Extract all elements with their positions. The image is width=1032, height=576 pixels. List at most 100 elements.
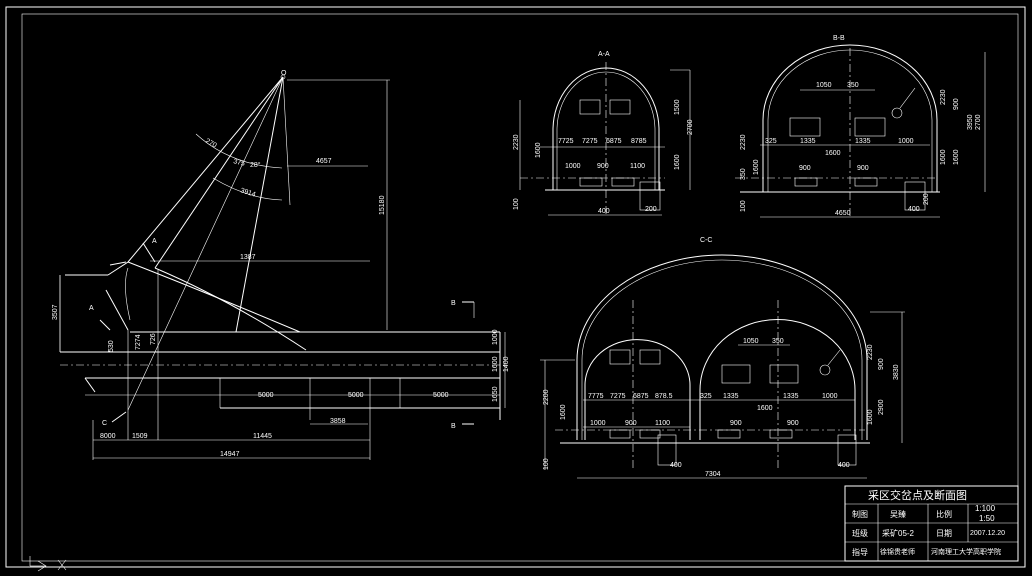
bb-dim-1050: 1050 (816, 82, 832, 89)
section-aa-title: A-A (598, 51, 610, 58)
cc-dim-2900: 2900 (878, 399, 885, 415)
arc-r1 (195, 133, 283, 169)
section-mark-A2 (99, 319, 111, 331)
dim-1650: 1650 (492, 386, 499, 402)
bb-dim-900a: 900 (799, 165, 811, 172)
branch-inner (154, 267, 307, 351)
aa-box-2 (609, 99, 631, 115)
cc-dim-3830: 3830 (893, 364, 900, 380)
plan-view: O 270 375 28° 3914 4657 15180 1387 (52, 70, 510, 460)
branch-outer (127, 261, 370, 333)
cc-dim-2200: 2200 (543, 389, 550, 405)
cc-dim-900b: 900 (730, 420, 742, 427)
cc-rail-1 (609, 429, 631, 439)
aa-row-1: 7275 (582, 138, 598, 145)
section-bb-title: B-B (833, 35, 845, 42)
bb-dim-900: 900 (953, 98, 960, 110)
cc-box-4 (769, 364, 799, 384)
tb-scale-2: 1:50 (979, 514, 995, 523)
cc-arch-big-inner (581, 259, 863, 440)
cc-dim-400b: 400 (838, 462, 850, 469)
bb-dim-200: 200 (923, 193, 930, 205)
cc-dim-900c: 900 (787, 420, 799, 427)
cc-rail-3 (717, 429, 741, 439)
dim-5000c: 5000 (433, 392, 449, 399)
tb-label-date: 日期 (936, 529, 952, 538)
aa-dim-2230: 2230 (513, 134, 520, 150)
branch-end-1 (107, 261, 129, 276)
cc-row-7: 1000 (822, 393, 838, 400)
dim-1509: 1509 (132, 433, 148, 440)
ucs-arrow (37, 560, 47, 572)
bb-dim-4650: 4650 (835, 210, 851, 217)
cc-row-5: 1335 (723, 393, 739, 400)
inner-border (21, 13, 1019, 562)
aa-dim-1600: 1600 (535, 142, 542, 158)
dim-8000: 8000 (100, 433, 116, 440)
label-B1: B (451, 300, 456, 307)
radial-line-3 (235, 76, 284, 333)
aa-box-1 (579, 99, 601, 115)
dim-5000b: 5000 (348, 392, 364, 399)
aa-row-2: 6875 (606, 138, 622, 145)
aa-row-3: 8785 (631, 138, 647, 145)
branch-side (125, 267, 131, 321)
label-A1: A (152, 238, 157, 245)
bb-drain (904, 181, 926, 211)
tb-label-advisor: 指导 (852, 547, 868, 557)
bb-row-2: 1335 (855, 138, 871, 145)
cc-dim-900d: 900 (878, 358, 885, 370)
bb-dim-2700: 2700 (975, 114, 982, 130)
dim-1000: 1000 (492, 329, 499, 345)
ucs-x-mark-2 (57, 559, 67, 571)
bb-dim-2230b: 2230 (940, 89, 947, 105)
cc-dim-350: 350 (772, 338, 784, 345)
bb-dim-400: 400 (908, 206, 920, 213)
bb-row-0: 325 (765, 138, 777, 145)
turnout-1 (105, 289, 129, 331)
cc-dim-1600c: 1600 (867, 409, 874, 425)
bb-dim-3950: 3950 (967, 114, 974, 130)
cc-dim-900: 900 (625, 420, 637, 427)
aa-dim-2700: 2700 (687, 119, 694, 135)
bb-dim-1600c: 1600 (940, 149, 947, 165)
tb-drawn-by: 吴臻 (890, 509, 906, 519)
cc-dim-100: 100 (543, 458, 550, 470)
aa-dim-1500: 1500 (674, 99, 681, 115)
dim-14947: 14947 (220, 451, 240, 458)
cc-arch-left (584, 339, 691, 440)
dim-3914: 3914 (239, 187, 256, 199)
cc-dim-2230: 2230 (867, 344, 874, 360)
bb-dim-1600: 1600 (825, 150, 841, 157)
cc-dim-1600: 1600 (757, 405, 773, 412)
title-block: 采区交岔点及断面图 制图 吴臻 比例 1:100 1:50 班级 采矿05-2 … (844, 485, 1019, 562)
ucs-icon (29, 556, 67, 572)
cc-pipe-arm (827, 349, 841, 366)
section-bb: B-B 1050 350 325 1335 1335 1000 1600 900… (735, 35, 986, 218)
tb-label-drawn: 制图 (852, 509, 868, 519)
cc-rail-2 (639, 429, 661, 439)
cc-row-3: 878.5 (655, 393, 673, 400)
dim-11445: 11445 (253, 433, 272, 440)
tb-class: 采矿05-2 (882, 528, 915, 538)
label-C1: C (102, 420, 107, 427)
aa-row-0: 7725 (558, 138, 574, 145)
label-O: O (281, 70, 287, 77)
dim-375: 375 (233, 158, 246, 168)
bb-rail-1 (794, 177, 818, 187)
cc-row-2: 6875 (633, 393, 649, 400)
branch-end-3 (109, 261, 127, 266)
dim-1600: 1600 (492, 356, 499, 372)
bb-row-1: 1335 (800, 138, 816, 145)
dim-726: 726 (150, 333, 157, 345)
cc-arch-right (699, 319, 856, 440)
aa-dim-100: 100 (513, 198, 520, 210)
cc-dim-1600b: 1600 (560, 404, 567, 420)
dim-1387: 1387 (240, 254, 256, 261)
dim-4657: 4657 (316, 158, 332, 165)
bb-dim-900b: 900 (857, 165, 869, 172)
bb-arch-outer (762, 44, 938, 192)
section-cc: C-C 1050 350 7775 7275 6875 878.5 325 13… (540, 237, 905, 479)
bb-dim-1600b: 1600 (753, 159, 760, 175)
bb-box-2 (854, 117, 886, 137)
